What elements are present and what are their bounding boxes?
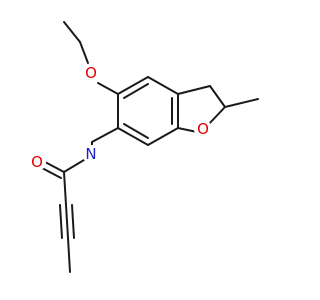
- bond-o-ring: [177, 127, 198, 133]
- bond-ethyl-ch3: [63, 21, 81, 43]
- bond-ch2-ch: [209, 85, 226, 108]
- bond-triple-c: [71, 204, 75, 239]
- bond-co-double-b: [41, 167, 62, 179]
- bond-ch2-ring: [177, 85, 211, 95]
- bond-ring-c4-c5: [147, 127, 179, 146]
- bond-co-alkyne: [63, 171, 67, 206]
- bond-ch-o: [207, 106, 226, 126]
- atom-n-amide: N: [82, 145, 100, 163]
- bond-triple-b: [65, 204, 69, 239]
- bonds: [41, 21, 259, 273]
- structure-diagram: O O N O: [28, 21, 259, 273]
- bond-ring-c2-c3: [147, 76, 179, 95]
- bond-ring-c1-c2-inner: [123, 83, 149, 99]
- bond-terminal-methyl: [67, 237, 71, 273]
- bond-o-aryl: [97, 82, 119, 95]
- bond-n-co: [63, 159, 85, 173]
- bond-ch-methyl: [224, 98, 259, 108]
- bond-ethyl-ch2-o: [79, 41, 89, 64]
- bond-co-double-a: [44, 161, 65, 173]
- atom-o-carbonyl: O: [28, 153, 46, 171]
- bond-ring-c5-c6: [117, 127, 149, 146]
- atom-o-carbonyl-label: O: [31, 153, 43, 171]
- atom-o-ring-label: O: [197, 120, 209, 138]
- atom-o-ethoxy: O: [82, 64, 100, 82]
- atom-n-amide-label: N: [85, 145, 96, 163]
- atom-labels: O O N O: [28, 64, 212, 171]
- bond-ring-c1-c2: [117, 76, 149, 95]
- bond-ring-c5-c6-inner: [123, 123, 149, 139]
- atom-o-ethoxy-label: O: [85, 64, 97, 82]
- bond-ring-ch2: [91, 127, 119, 143]
- bond-triple-a: [59, 204, 63, 239]
- atom-o-ring: O: [194, 120, 212, 138]
